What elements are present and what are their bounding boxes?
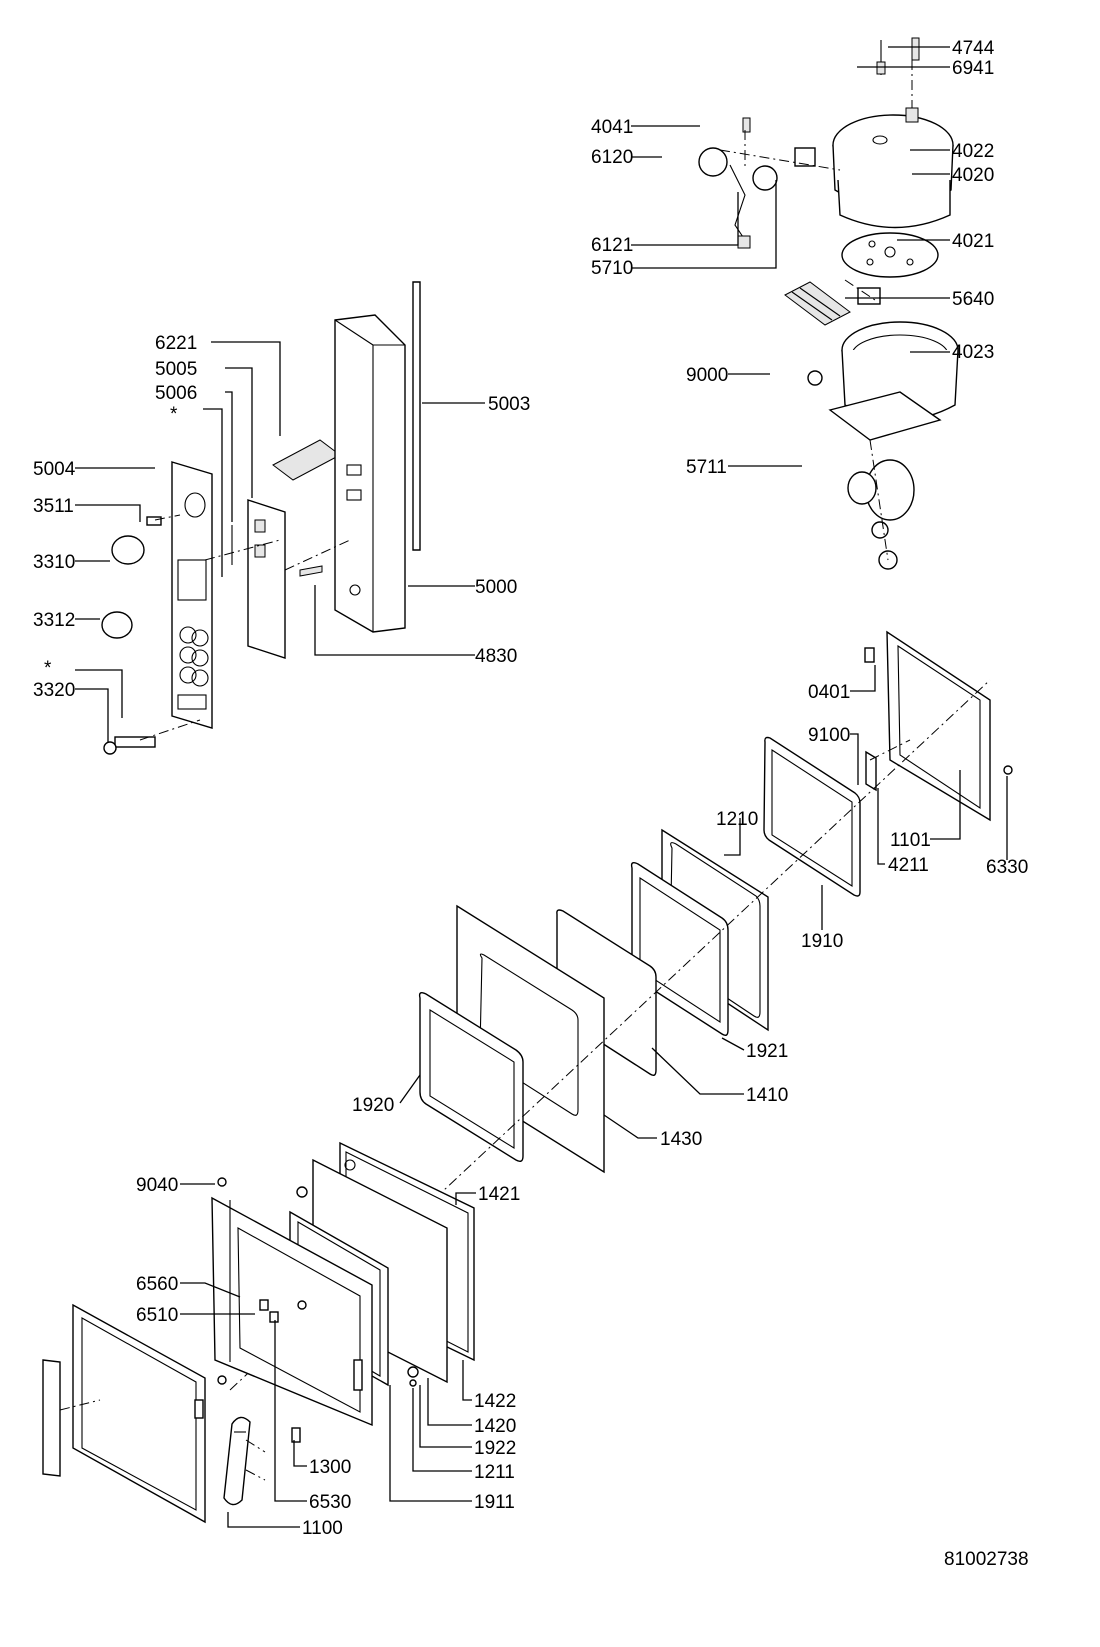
callout-3511: 3511 — [33, 496, 74, 517]
callout-5005: 5005 — [155, 359, 197, 380]
callout-5710: 5710 — [591, 258, 633, 279]
small-hardware — [259, 1186, 419, 1387]
callout-1421: 1421 — [478, 1184, 520, 1205]
callout-1210: 1210 — [716, 809, 758, 830]
leader-lines — [75, 46, 1008, 1528]
callout-4041: 4041 — [591, 117, 633, 138]
callout-6560: 6560 — [136, 1274, 178, 1295]
drawing-number: 81002738 — [944, 1549, 1029, 1570]
callout-6941: 6941 — [952, 58, 994, 79]
gasket-1910 — [763, 736, 861, 897]
callout-1910: 1910 — [801, 931, 843, 952]
callout-4211: 4211 — [888, 855, 929, 876]
callout-1211: 1211 — [474, 1462, 515, 1483]
callout-1921: 1921 — [746, 1041, 788, 1062]
callout-6330: 6330 — [986, 857, 1028, 878]
callout-9100: 9100 — [808, 725, 850, 746]
callout-0401: 0401 — [808, 682, 850, 703]
callout-4830: 4830 — [475, 646, 517, 667]
callout-4021: 4021 — [952, 231, 994, 252]
callout-4744: 4744 — [952, 38, 995, 59]
callout-3312: 3312 — [33, 610, 75, 631]
door-frame-1911 — [211, 1177, 373, 1427]
callout-9040: 9040 — [136, 1175, 178, 1196]
callout-6530: 6530 — [309, 1492, 351, 1513]
callout-1430: 1430 — [660, 1129, 702, 1150]
callout-4023: 4023 — [952, 342, 994, 363]
callout-6221: 6221 — [155, 333, 197, 354]
handle-6530 — [223, 1416, 301, 1506]
part-drawings — [42, 37, 1013, 1524]
callout-6120: 6120 — [591, 147, 633, 168]
boiler-assembly — [698, 37, 959, 570]
callout-1101: 1101 — [890, 830, 931, 851]
callout-1920: 1920 — [352, 1095, 394, 1116]
control-panel-assembly — [101, 281, 421, 755]
outer-door-1100 — [42, 1303, 206, 1524]
callout-4022: 4022 — [952, 141, 994, 162]
gasket-1920 — [418, 991, 524, 1163]
callout-1911: 1911 — [474, 1492, 515, 1513]
callout-5004: 5004 — [33, 459, 76, 480]
callout-5640: 5640 — [952, 289, 994, 310]
callout-labels: 4744 6941 4041 6120 4022 4020 6121 4021 … — [33, 38, 1029, 1570]
callout-4020: 4020 — [952, 165, 994, 186]
door-hinge-frame — [864, 630, 1013, 822]
callout-asterisk-1: * — [170, 404, 178, 425]
callout-1410: 1410 — [746, 1085, 788, 1106]
callout-3320: 3320 — [33, 680, 75, 701]
callout-5000: 5000 — [475, 577, 517, 598]
callout-1100: 1100 — [302, 1518, 343, 1539]
callout-5711: 5711 — [686, 457, 727, 478]
callout-1300: 1300 — [309, 1457, 351, 1478]
callout-3310: 3310 — [33, 552, 75, 573]
terminal-block — [784, 281, 851, 326]
callout-5003: 5003 — [488, 394, 530, 415]
callout-9000: 9000 — [686, 365, 728, 386]
callout-5006: 5006 — [155, 383, 197, 404]
callout-1922: 1922 — [474, 1438, 516, 1459]
callout-6121: 6121 — [591, 235, 633, 256]
callout-1422: 1422 — [474, 1391, 516, 1412]
callout-6510: 6510 — [136, 1305, 178, 1326]
callout-1420: 1420 — [474, 1416, 516, 1437]
callout-asterisk-2: * — [44, 658, 52, 679]
